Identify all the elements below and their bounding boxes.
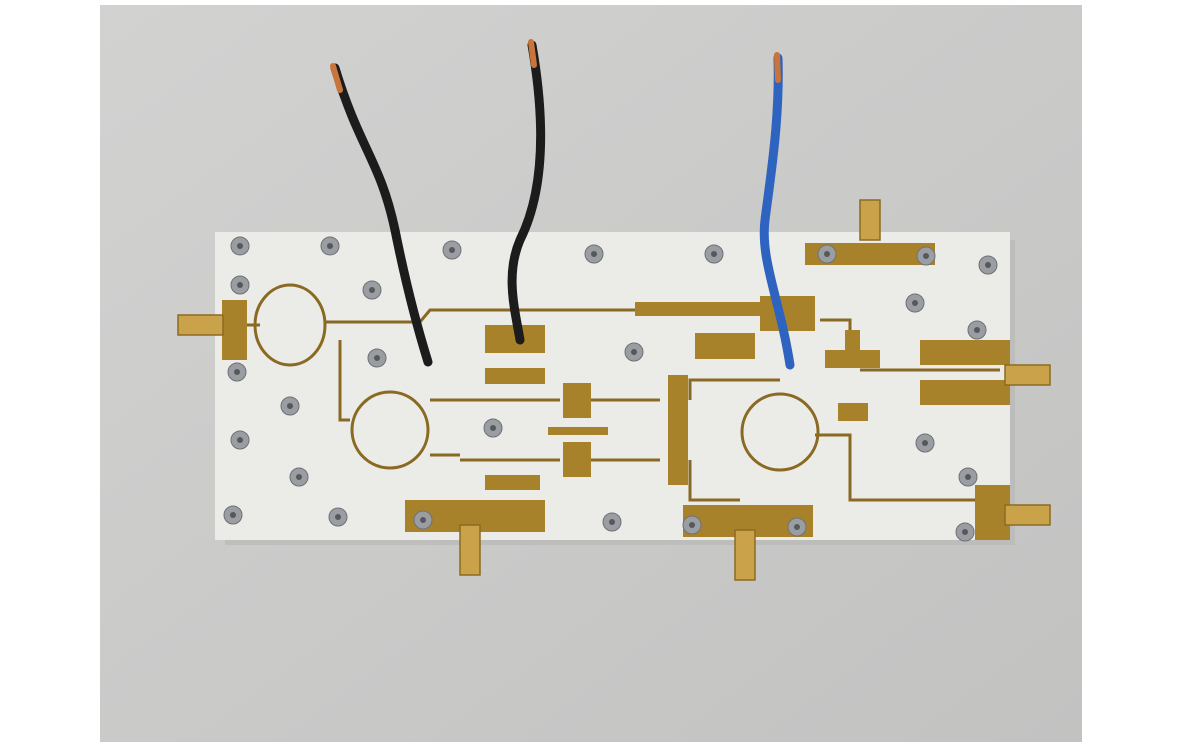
screw-recess — [631, 349, 637, 355]
screw-recess — [449, 247, 455, 253]
screw-recess — [962, 529, 968, 535]
copper-pads — [222, 243, 1010, 540]
screw-recess — [296, 474, 302, 480]
screw-recess — [287, 403, 293, 409]
screw-recess — [965, 474, 971, 480]
ring-couplers — [253, 283, 820, 472]
screw-recess — [327, 243, 333, 249]
screw-recess — [237, 243, 243, 249]
screw-heads — [223, 236, 998, 542]
screw-recess — [912, 300, 918, 306]
screw-recess — [609, 519, 615, 525]
screw-recess — [923, 253, 929, 259]
screw-recess — [794, 524, 800, 530]
screw-recess — [490, 425, 496, 431]
screw-recess — [420, 517, 426, 523]
screw-recess — [985, 262, 991, 268]
screw-recess — [237, 282, 243, 288]
screw-recess — [237, 437, 243, 443]
screw-recess — [922, 440, 928, 446]
pcb-board — [215, 232, 1010, 540]
screw-recess — [234, 369, 240, 375]
screw-recess — [369, 287, 375, 293]
screw-recess — [711, 251, 717, 257]
screw-recess — [374, 355, 380, 361]
screw-recess — [824, 251, 830, 257]
screw-recess — [335, 514, 341, 520]
power-wires — [330, 39, 795, 370]
screw-recess — [689, 522, 695, 528]
screw-recess — [230, 512, 236, 518]
sma-connectors — [177, 199, 1051, 581]
screw-recess — [591, 251, 597, 257]
microstrip-traces — [245, 308, 1000, 502]
screw-recess — [974, 327, 980, 333]
